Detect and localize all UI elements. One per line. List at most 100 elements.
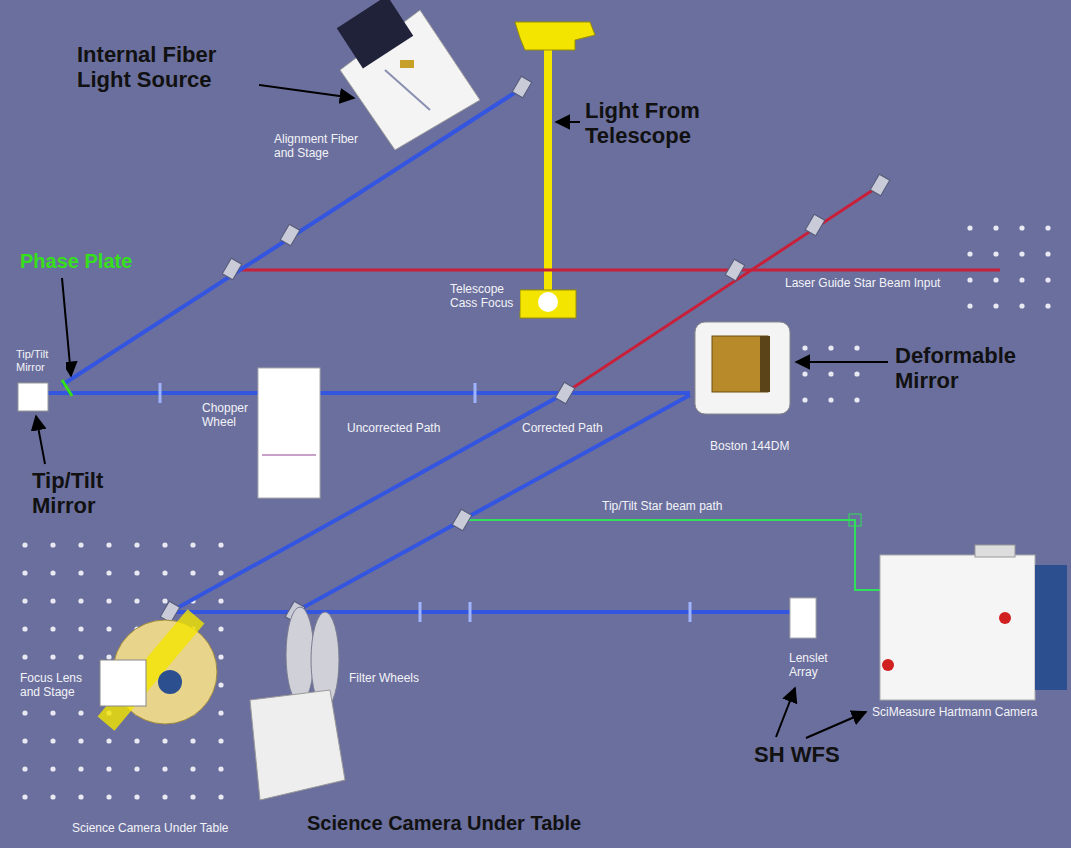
- mounting-hole: [1045, 251, 1050, 256]
- mounting-hole: [22, 766, 27, 771]
- fold-mirrors: [805, 214, 824, 236]
- mounting-hole: [1045, 303, 1050, 308]
- mounting-hole: [162, 570, 167, 575]
- mounting-hole: [218, 570, 223, 575]
- mounting-hole: [22, 654, 27, 659]
- mounting-hole: [22, 710, 27, 715]
- mounting-hole: [106, 570, 111, 575]
- science-beams: [62, 88, 522, 385]
- mounting-hole: [1019, 251, 1024, 256]
- focus-lens-stage: [98, 609, 217, 730]
- lenses: [689, 602, 692, 622]
- phase-plate: [62, 380, 72, 396]
- mounting-hole: [78, 710, 83, 715]
- telescope-beam: [515, 22, 595, 50]
- mounting-hole: [993, 277, 998, 282]
- callout-label: Science Camera Under Table: [305, 812, 583, 835]
- tip-tilt-mirror: [18, 383, 48, 411]
- mounting-hole: [190, 794, 195, 799]
- mounting-hole: [106, 738, 111, 743]
- mounting-hole: [78, 570, 83, 575]
- mounting-hole: [854, 345, 859, 350]
- mounting-hole: [993, 303, 998, 308]
- hartmann-camera: [975, 545, 1015, 557]
- telescope-beam: [538, 292, 558, 312]
- fold-mirrors: [222, 258, 241, 280]
- mounting-hole: [218, 710, 223, 715]
- mounting-hole: [134, 598, 139, 603]
- mounting-hole: [162, 542, 167, 547]
- mounting-hole: [802, 371, 807, 376]
- callout-label: SH WFS: [752, 742, 842, 767]
- mounting-hole: [967, 225, 972, 230]
- mounting-hole: [190, 738, 195, 743]
- mounting-hole: [134, 570, 139, 575]
- lenses: [159, 383, 162, 403]
- fold-mirrors: [725, 259, 744, 281]
- leader-arrows: [796, 361, 888, 363]
- lenses: [474, 383, 477, 403]
- focus-lens-stage: [158, 670, 182, 694]
- mounting-hole: [218, 794, 223, 799]
- laser-beam: [232, 269, 1000, 272]
- mounting-hole: [218, 766, 223, 771]
- mounting-hole: [22, 626, 27, 631]
- mounting-hole: [22, 738, 27, 743]
- mounting-hole: [218, 598, 223, 603]
- mounting-hole: [190, 570, 195, 575]
- mounting-hole: [1019, 225, 1024, 230]
- mounting-hole: [106, 626, 111, 631]
- chopper-wheel: [258, 368, 320, 498]
- mounting-hole: [78, 794, 83, 799]
- hartmann-camera: [880, 555, 1035, 700]
- leader-arrows: [806, 712, 866, 738]
- callout-label: Light From Telescope: [583, 98, 752, 149]
- leader-arrows: [776, 688, 795, 737]
- part-label: Focus Lens and Stage: [18, 672, 94, 700]
- focus-lens-stage: [100, 660, 146, 706]
- mounting-hole: [106, 654, 111, 659]
- deformable-mirror: [760, 336, 770, 392]
- mounting-hole: [78, 598, 83, 603]
- fold-mirrors: [452, 509, 471, 531]
- part-label: Tip/Tilt Mirror: [14, 348, 66, 373]
- callout-label: Phase Plate: [18, 250, 134, 273]
- mounting-hole: [162, 598, 167, 603]
- mounting-hole: [134, 542, 139, 547]
- mounting-hole: [50, 570, 55, 575]
- fold-mirrors: [512, 76, 531, 98]
- mounting-hole: [134, 766, 139, 771]
- fiber-stage: [337, 0, 413, 68]
- callout-label: Internal Fiber Light Source: [75, 42, 259, 93]
- mounting-hole: [218, 542, 223, 547]
- mounting-hole: [22, 598, 27, 603]
- hartmann-camera: [880, 545, 1067, 700]
- mounting-hole: [50, 738, 55, 743]
- tip-tilt-star-beam: [462, 520, 880, 590]
- deformable-mirror: [695, 322, 790, 414]
- lenslet-array: [790, 598, 816, 638]
- mounting-hole: [828, 397, 833, 402]
- mounting-hole: [106, 542, 111, 547]
- chopper-wheel: [262, 454, 316, 456]
- mounting-hole: [106, 598, 111, 603]
- mounting-hole: [1019, 277, 1024, 282]
- part-label: Corrected Path: [520, 422, 605, 436]
- lenses: [469, 602, 472, 622]
- mounting-hole: [106, 794, 111, 799]
- deformable-mirror: [712, 336, 768, 392]
- part-label: SciMeasure Hartmann Camera: [870, 706, 1039, 720]
- fold-mirrors: [280, 224, 299, 246]
- mounting-hole: [22, 570, 27, 575]
- mounting-hole: [50, 794, 55, 799]
- part-label: Boston 144DM: [708, 440, 791, 454]
- part-label: Laser Guide Star Beam Input: [783, 277, 942, 291]
- mounting-hole: [218, 626, 223, 631]
- science-beams: [170, 610, 790, 614]
- mounting-hole: [190, 766, 195, 771]
- science-beams: [48, 391, 690, 395]
- hartmann-camera: [882, 659, 894, 671]
- mounting-hole: [1045, 225, 1050, 230]
